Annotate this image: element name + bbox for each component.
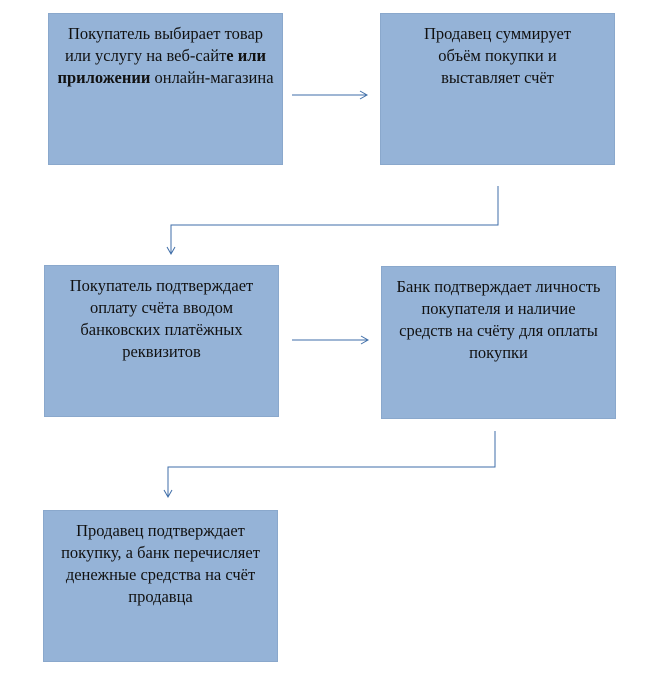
step-2-text: Продавец суммирует объём покупки и выста… [423,24,572,87]
step-1-bold-text: е или приложении [57,46,267,87]
arrow-3-to-4 [292,335,370,345]
step-1-box: Покупатель выбирает товар или услугу на … [48,13,283,165]
step-4-box: Банк подтверждает личность покупателя и … [381,266,616,419]
step-1-text: Покупатель выбирает товар или услугу на … [64,24,264,65]
step-3-text: Покупатель подтверждает оплату счёта вво… [69,276,254,361]
step-3-box: Покупатель подтверждает оплату счёта вво… [44,265,279,417]
step-5-text: Продавец подтверждает покупку, а банк пе… [61,521,260,606]
arrow-2-to-3 [166,186,499,256]
arrow-1-to-2 [292,90,369,100]
step-4-text: Банк подтверждает личность покупателя и … [396,277,601,362]
step-1-text-end: онлайн-магазина [150,68,274,87]
arrow-4-to-5 [163,431,496,499]
step-5-box: Продавец подтверждает покупку, а банк пе… [43,510,278,662]
step-2-box: Продавец суммирует объём покупки и выста… [380,13,615,165]
